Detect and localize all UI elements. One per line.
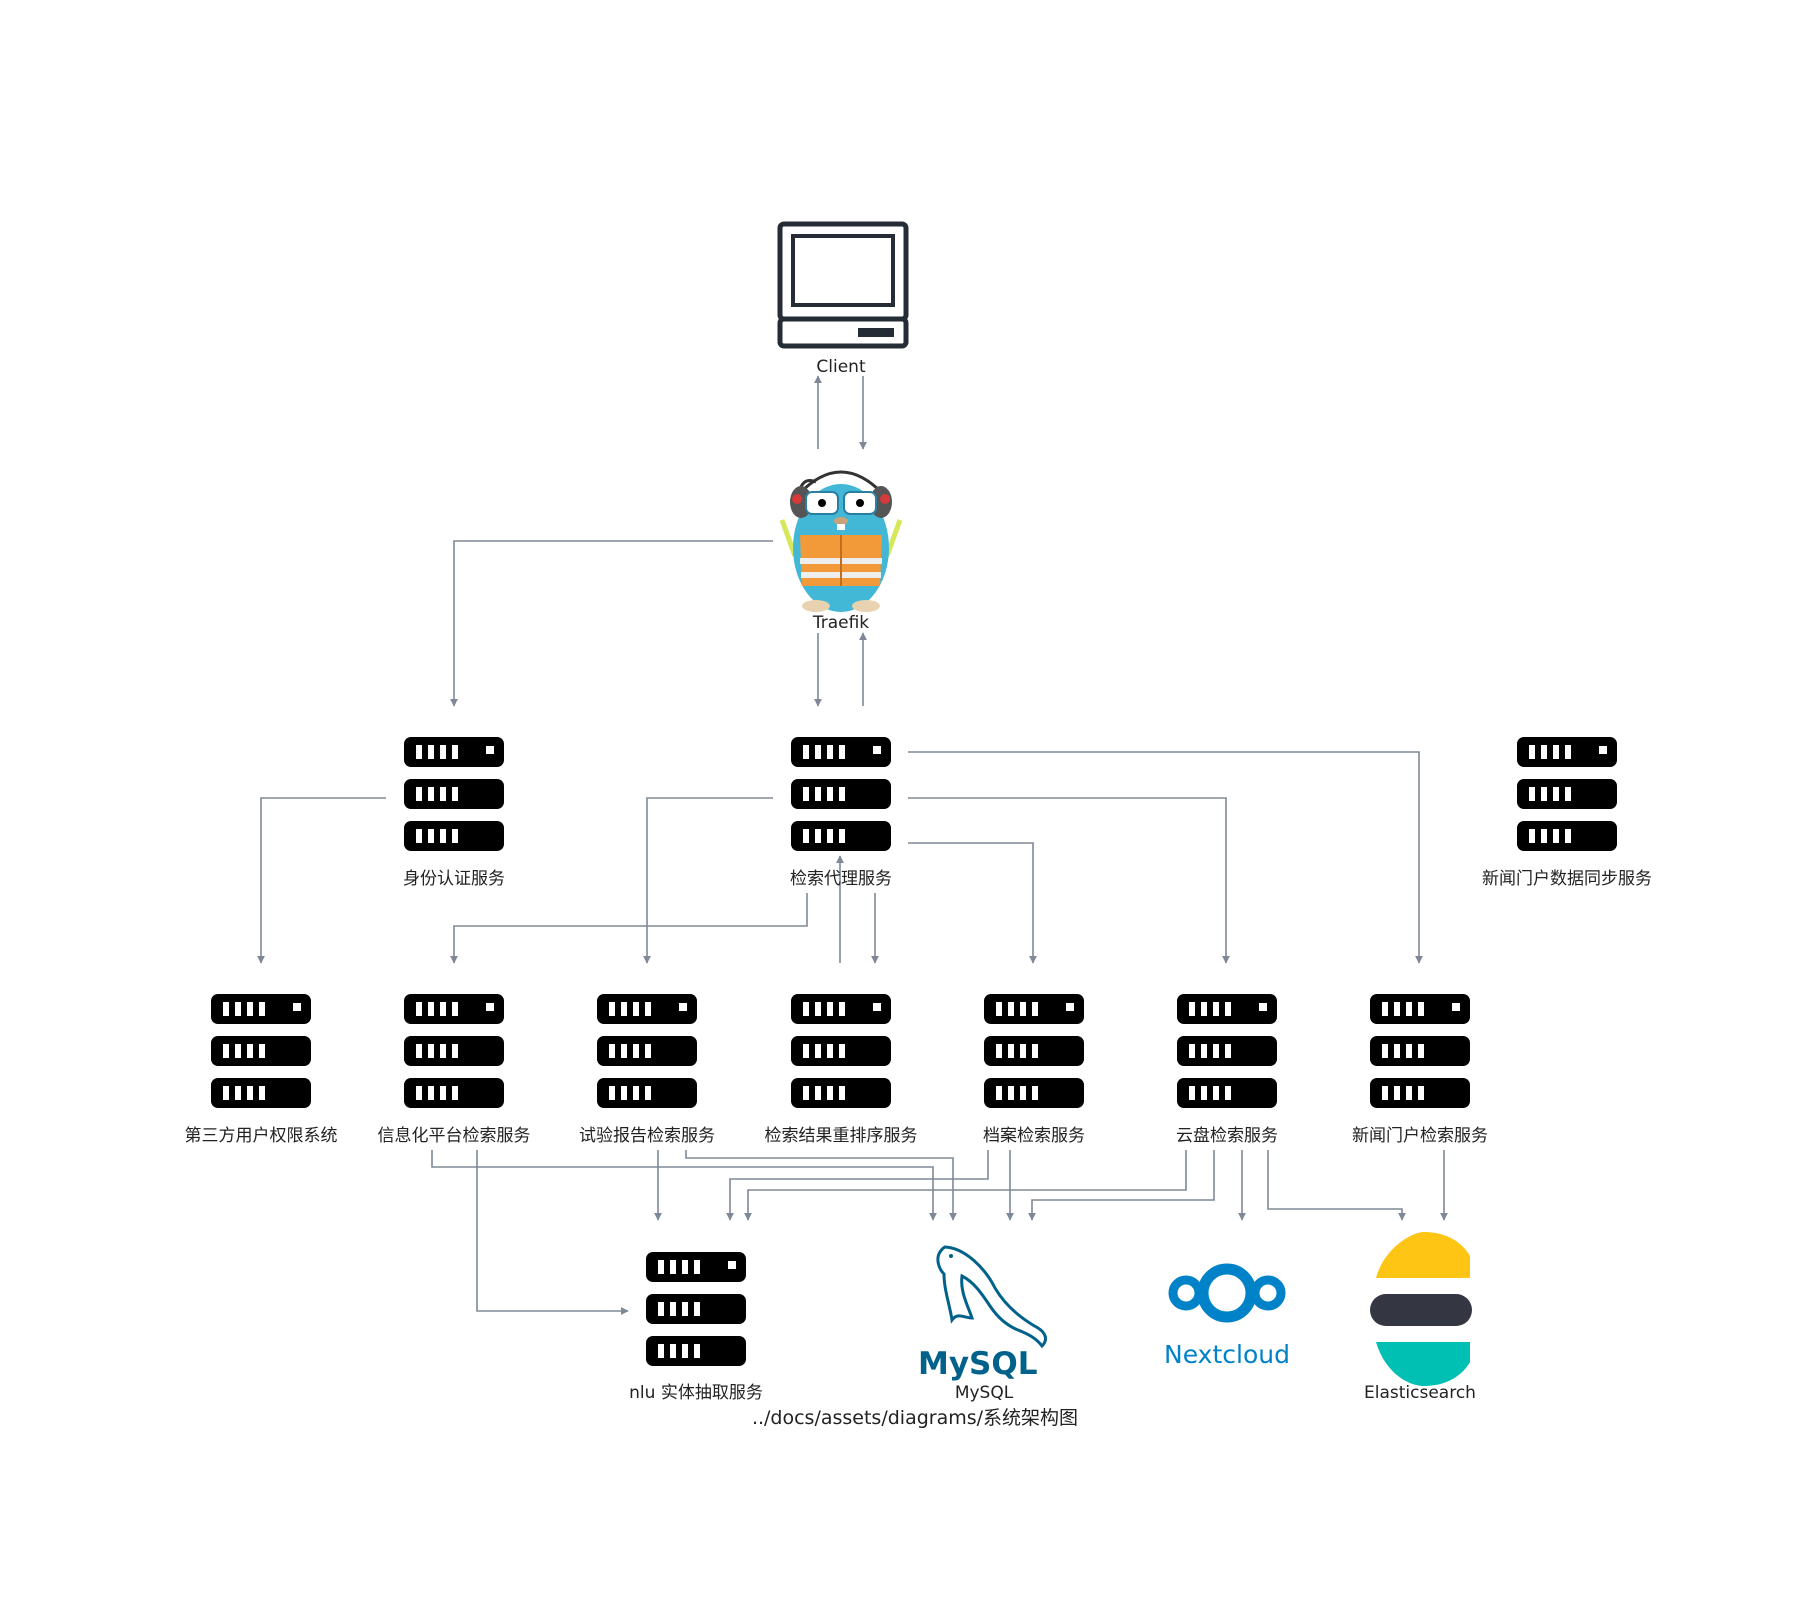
nextcloud-logo: Nextcloud [1164,1263,1290,1369]
server-icon [404,737,504,851]
edge-info-platform-to-nlu [476,1150,629,1315]
edge-proxy-to-info-platform [450,893,808,964]
server-icon [1517,737,1617,851]
info-platform-node: 信息化平台检索服务 [378,994,531,1146]
news-sync-node: 新闻门户数据同步服务 [1482,737,1652,889]
server-icon [1177,994,1277,1108]
proxy-node: 检索代理服务 [790,737,892,889]
mysql-logo-text: MySQL [918,1346,1038,1382]
mysql-node: MySQL MySQL [918,1245,1047,1403]
elasticsearch-logo [1370,1232,1472,1386]
info-platform-label: 信息化平台检索服务 [378,1126,531,1146]
edge-proxy-to-news-search [908,751,1423,964]
news-sync-label: 新闻门户数据同步服务 [1482,869,1652,889]
server-icon [791,994,891,1108]
auth-node: 身份认证服务 [403,737,505,889]
edge-cloud-disk-to-nlu [744,1150,1187,1221]
third-party-node: 第三方用户权限系统 [185,994,338,1146]
news-search-node: 新闻门户检索服务 [1352,994,1488,1146]
edge-test-report-to-mysql [685,1150,957,1221]
test-report-label: 试验报告检索服务 [579,1126,715,1146]
nlu-label: nlu 实体抽取服务 [629,1383,763,1403]
server-icon [597,994,697,1108]
news-search-label: 新闻门户检索服务 [1352,1126,1488,1146]
gopher-icon [779,470,903,612]
server-icon [646,1252,746,1366]
elasticsearch-label: Elasticsearch [1364,1383,1476,1403]
edge-proxy-to-archive [908,842,1037,964]
cloud-disk-node: 云盘检索服务 [1176,994,1278,1146]
mysql-logo-tspan: MySQL [918,1346,1038,1382]
auth-label: 身份认证服务 [403,869,505,889]
cloud-disk-label: 云盘检索服务 [1176,1126,1278,1146]
server-icon [211,994,311,1108]
server-icon [791,737,891,851]
diagram-caption: ../docs/assets/diagrams/系统架构图 [752,1407,1078,1429]
monitor-icon [777,221,909,349]
edge-cloud-disk-to-elasticsearch [1267,1150,1406,1221]
nlu-node: nlu 实体抽取服务 [629,1252,763,1403]
archive-label: 档案检索服务 [983,1126,1085,1146]
edge-auth-to-third-party [257,797,386,964]
nextcloud-node: Nextcloud [1164,1263,1290,1369]
mysql-label: MySQL [955,1383,1014,1403]
test-report-node: 试验报告检索服务 [579,994,715,1146]
traefik-label: Traefik [812,613,869,633]
edge-info-platform-to-mysql [431,1150,937,1221]
client-label: Client [816,357,866,377]
nextcloud-logo-text: Nextcloud [1164,1340,1290,1369]
server-icon [404,994,504,1108]
edge-proxy-to-cloud-disk [908,797,1230,964]
mysql-logo: MySQL [918,1245,1047,1382]
connectors [257,375,1448,1315]
third-party-label: 第三方用户权限系统 [185,1126,338,1146]
edge-archive-to-nlu [726,1150,989,1221]
elasticsearch-node: Elasticsearch [1364,1232,1476,1403]
traefik-node: Traefik [779,470,903,633]
edge-traefik-to-auth [450,540,773,707]
server-icon [984,994,1084,1108]
proxy-label: 检索代理服务 [790,869,892,889]
archive-node: 档案检索服务 [983,994,1085,1146]
client-node: Client [777,221,909,377]
edge-proxy-to-test-report [643,797,773,964]
rerank-node: 检索结果重排序服务 [765,994,918,1146]
rerank-label: 检索结果重排序服务 [765,1126,918,1146]
edge-cloud-disk-to-mysql [1028,1150,1215,1221]
server-icon [1370,994,1470,1108]
